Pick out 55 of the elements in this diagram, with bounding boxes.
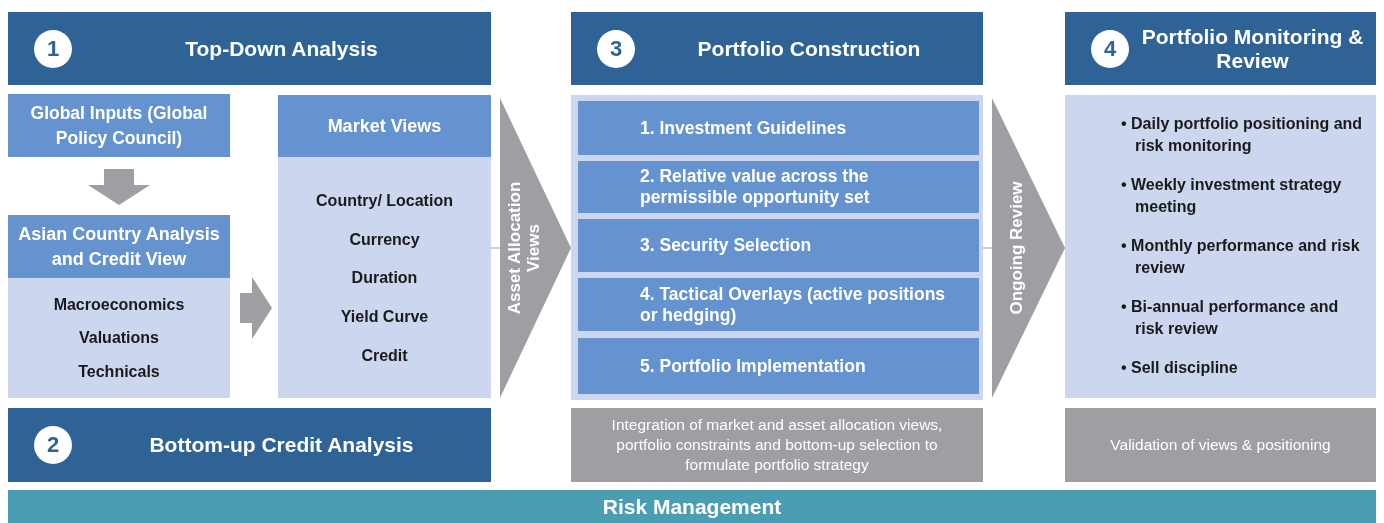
summary-text: Integration of market and asset allocation views, portfolio constraints and bottom-up selection to formulate portfolio strategy: [610, 415, 944, 475]
block-arrow: [240, 277, 272, 339]
construction-panel: [571, 95, 983, 400]
summary-box: [1065, 408, 1376, 482]
bar-label: Risk Management: [602, 494, 782, 519]
step-number: 3: [597, 29, 635, 68]
chevron-arrow: [490, 98, 572, 398]
factor-label: Macroeconomics: [53, 295, 185, 314]
chevron-arrow: [982, 98, 1066, 398]
construction-step-box: [578, 338, 979, 394]
construction-step-box: [578, 161, 979, 213]
analysis-card: [8, 215, 230, 398]
summary-text: Validation of views & positioning: [1110, 435, 1331, 455]
block-arrow: [88, 169, 150, 205]
step-label: 5. Portfolio Implementation: [640, 355, 866, 377]
construction-step-box: [578, 219, 979, 272]
step-title: Portfolio Construction: [696, 36, 922, 61]
step-title: Top-Down Analysis: [184, 36, 379, 61]
step-title: Bottom-up Credit Analysis: [148, 433, 415, 457]
bullet-item: • Bi-annual performance and risk review: [1121, 297, 1340, 339]
factor-label: Country/ Location: [316, 191, 453, 210]
factor-label: Technicals: [78, 362, 160, 381]
factor-label: Duration: [351, 269, 418, 288]
factor-label: Valuations: [79, 329, 159, 347]
factor-label: Yield Curve: [340, 308, 429, 327]
step-header: [8, 12, 491, 85]
construction-step-box: [578, 101, 979, 155]
factor-label: Credit: [361, 347, 408, 366]
analysis-card: [278, 95, 491, 398]
bullet-item: • Monthly performance and risk review: [1121, 236, 1361, 278]
bullet-item: • Weekly investment strategy meeting: [1121, 175, 1343, 217]
step-label: 4. Tactical Overlays (active positions or hedging): [640, 283, 947, 326]
card-heading: Asian Country Analysis and Credit View: [8, 215, 230, 278]
step-label: 3. Security Selection: [640, 235, 812, 256]
edge-label: Ongoing Review: [1006, 180, 1026, 317]
step-header: [571, 12, 983, 85]
factor-label: Currency: [349, 230, 420, 249]
monitoring-panel: [1065, 95, 1376, 398]
step-title: Portfolio Monitoring & Review: [1140, 24, 1365, 73]
summary-box: [571, 408, 983, 482]
bullet-item: • Sell discipline: [1121, 358, 1239, 378]
edge-label: Asset Allocation Views: [505, 180, 543, 317]
bullet-item: • Daily portfolio positioning and risk monitoring: [1121, 114, 1364, 156]
step-label: 2. Relative value across the permissible opportunity set: [640, 166, 871, 208]
input-box: [8, 94, 230, 157]
step-number: 4: [1091, 29, 1129, 68]
box-label: Global Inputs (Global Policy Council): [29, 101, 209, 150]
step-label: 1. Investment Guidelines: [640, 117, 847, 139]
step-header: [8, 408, 491, 482]
card-heading: Market Views: [278, 95, 491, 157]
step-number: 2: [34, 426, 72, 464]
step-header: [1065, 12, 1376, 85]
construction-step-box: [578, 278, 979, 331]
risk-management-bar: [8, 490, 1376, 523]
step-number: 1: [34, 29, 72, 68]
